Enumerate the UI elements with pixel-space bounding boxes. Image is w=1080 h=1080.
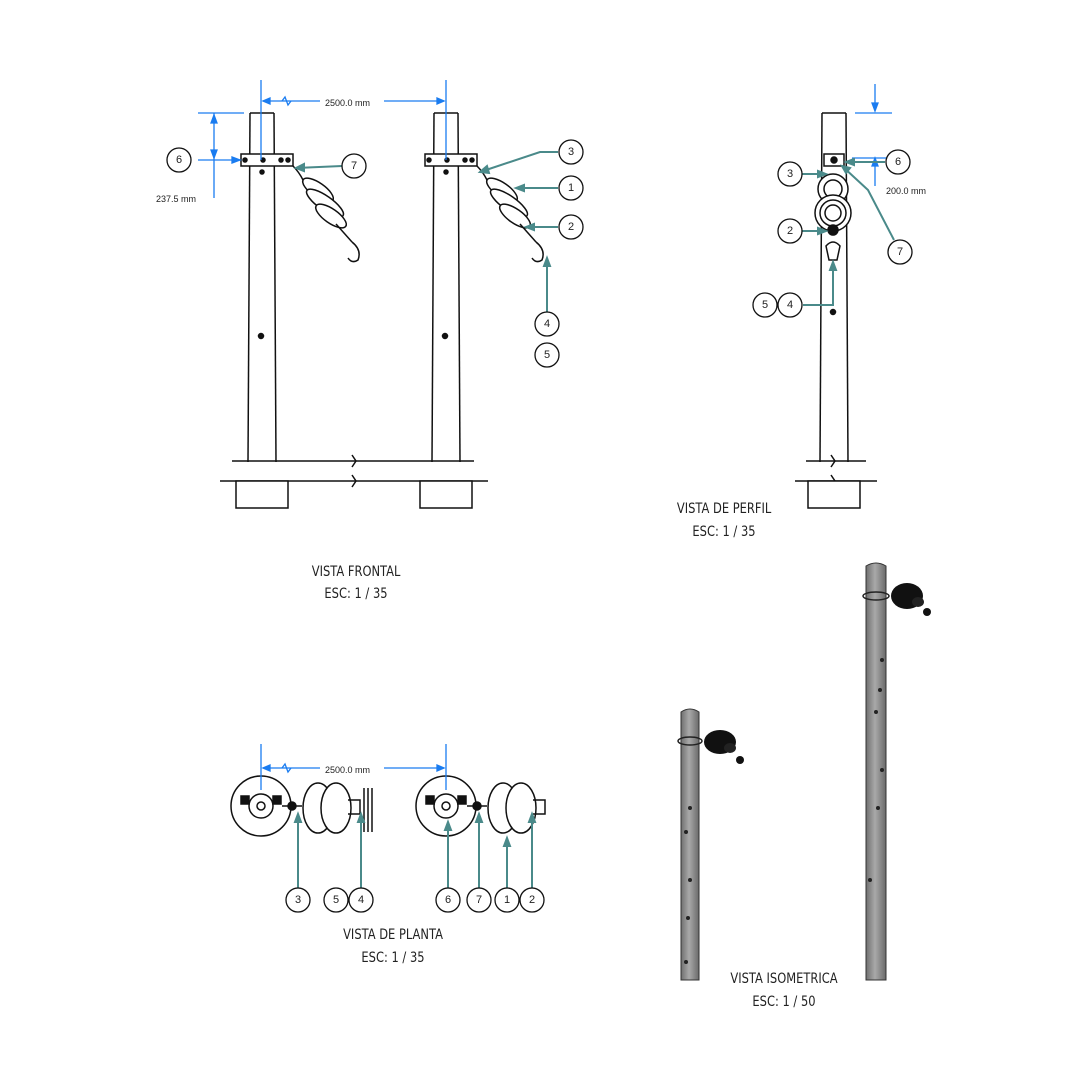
front-view-scale: ESC: 1 / 35 — [324, 586, 387, 602]
callout-bubble: 6 — [166, 147, 192, 173]
callout-bubble: 6 — [885, 149, 911, 175]
svg-text:3: 3 — [568, 146, 574, 158]
front-span-dimension: 2500.0 mm — [325, 98, 370, 108]
plan-callouts: 3 5 4 6 7 1 2 — [285, 887, 545, 913]
callout-bubble: 7 — [341, 153, 367, 179]
svg-text:6: 6 — [176, 154, 182, 166]
profile-view-title: VISTA DE PERFIL — [677, 501, 772, 517]
svg-text:2: 2 — [787, 225, 793, 237]
iso-view-title: VISTA ISOMETRICA — [730, 971, 837, 987]
svg-text:4: 4 — [544, 318, 550, 330]
iso-pole-left — [677, 708, 744, 981]
profile-dimensions — [852, 84, 892, 186]
callout-bubble: 3 — [558, 139, 584, 165]
svg-text:6: 6 — [895, 156, 901, 168]
profile-view — [795, 112, 877, 509]
callout-bubble: 1 — [494, 887, 520, 913]
callout-bubble: 4 — [348, 887, 374, 913]
svg-text:3: 3 — [295, 894, 301, 906]
svg-text:4: 4 — [358, 894, 364, 906]
svg-text:5: 5 — [333, 894, 339, 906]
callout-bubble: 5 — [534, 342, 560, 368]
callout-bubble: 5 — [323, 887, 349, 913]
callout-bubble: 5 — [752, 292, 778, 318]
callout-bubble: 2 — [777, 218, 803, 244]
callout-bubble: 2 — [519, 887, 545, 913]
profile-leaders — [802, 157, 895, 306]
callout-bubble: 4 — [534, 311, 560, 337]
svg-text:7: 7 — [897, 246, 903, 258]
callout-bubble: 4 — [777, 292, 803, 318]
front-view — [220, 112, 544, 509]
front-leaders — [293, 151, 558, 312]
svg-text:2: 2 — [568, 221, 574, 233]
plan-view-title: VISTA DE PLANTA — [343, 927, 443, 943]
callout-bubble: 7 — [466, 887, 492, 913]
callout-bubble: 2 — [558, 214, 584, 240]
iso-view — [677, 562, 931, 981]
svg-text:4: 4 — [787, 299, 793, 311]
plan-assembly-left — [230, 775, 373, 837]
svg-text:5: 5 — [762, 299, 768, 311]
svg-text:5: 5 — [544, 349, 550, 361]
iso-pole-right — [862, 562, 931, 981]
plan-dimensions — [260, 744, 447, 790]
svg-text:7: 7 — [476, 894, 482, 906]
front-insulator-right — [476, 165, 544, 263]
profile-callouts: 3 6 2 7 5 4 — [752, 149, 913, 318]
callout-bubble: 3 — [777, 161, 803, 187]
plan-assembly-right — [415, 775, 546, 837]
front-ground — [220, 454, 488, 509]
svg-text:1: 1 — [504, 894, 510, 906]
svg-text:1: 1 — [568, 182, 574, 194]
profile-offset-dimension: 200.0 mm — [886, 186, 926, 196]
callout-bubble: 1 — [558, 175, 584, 201]
front-height-dimension: 237.5 mm — [156, 194, 196, 204]
svg-text:7: 7 — [351, 160, 357, 172]
front-dimensions — [198, 80, 447, 198]
front-callouts: 6 7 3 1 2 4 5 — [166, 139, 584, 368]
plan-leaders — [293, 811, 537, 888]
plan-view — [230, 775, 546, 837]
svg-text:6: 6 — [445, 894, 451, 906]
callout-bubble: 3 — [285, 887, 311, 913]
callout-bubble: 6 — [435, 887, 461, 913]
plan-span-dimension: 2500.0 mm — [325, 765, 370, 775]
front-pole-left — [240, 112, 294, 463]
iso-view-scale: ESC: 1 / 50 — [752, 994, 815, 1010]
front-view-title: VISTA FRONTAL — [312, 564, 401, 580]
callout-bubble: 7 — [887, 239, 913, 265]
front-pole-right — [424, 112, 478, 463]
svg-text:3: 3 — [787, 168, 793, 180]
profile-view-scale: ESC: 1 / 35 — [692, 524, 755, 540]
front-insulator-left — [292, 165, 360, 263]
svg-text:2: 2 — [529, 894, 535, 906]
plan-view-scale: ESC: 1 / 35 — [361, 950, 424, 966]
